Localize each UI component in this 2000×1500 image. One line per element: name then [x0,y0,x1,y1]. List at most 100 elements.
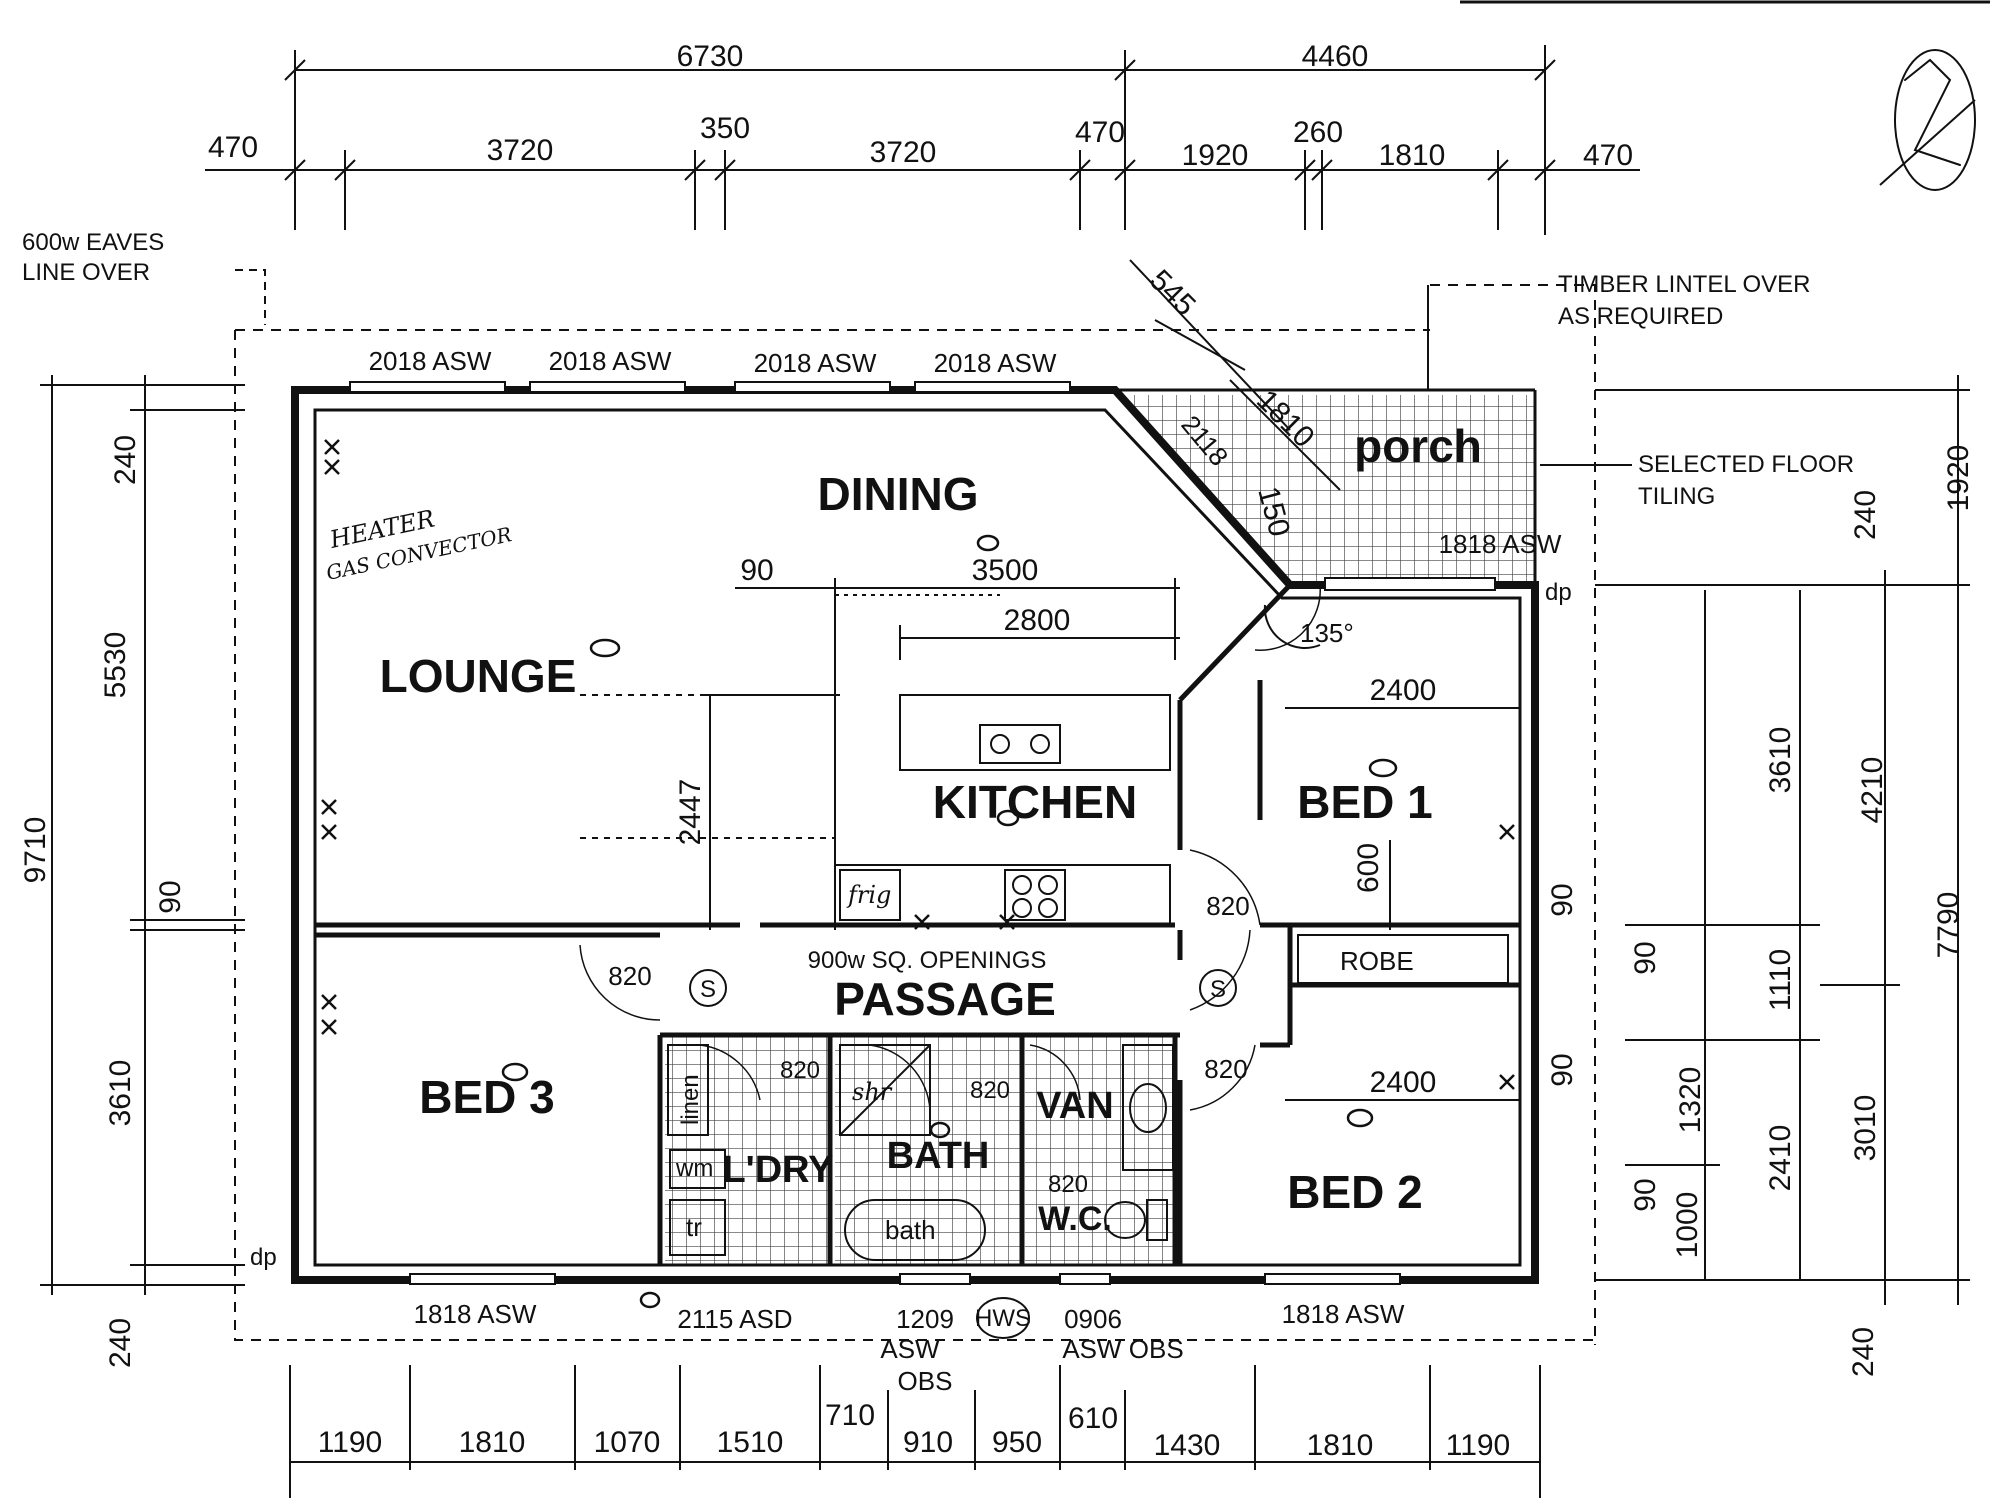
downpipe-top-label: dp [1545,579,1572,606]
top-overall-dim-1: 6730 [677,40,744,73]
right-dim-240-top: 240 [1849,490,1882,540]
wall-thickness-90-upper: 90 [1546,883,1579,916]
left-dimension-lines [40,375,245,1295]
right-dim-240-bottom: 240 [1847,1327,1880,1377]
smoke-right-label: S [1210,976,1226,1003]
robe-label: ROBE [1340,946,1414,976]
top-dim-1: 470 [208,131,258,164]
top-dim-6: 1920 [1182,139,1249,172]
window-top-1: 2018 ASW [369,346,492,376]
bottom-dim-6: 950 [992,1426,1042,1459]
bath-tub-label: bath [885,1215,936,1245]
bed1-width-dim: 2400 [1370,674,1437,707]
wc-tiling [1025,1035,1175,1265]
doors [579,584,1321,1111]
right-dim-90-a: 90 [1629,941,1662,974]
porch-dimension-lines [1129,259,1341,491]
bath-tiling [835,1035,1020,1265]
porch-angle: 135° [1300,618,1354,648]
bottom-dimension-lines [289,1365,1541,1498]
hws-label: HWS [975,1305,1031,1332]
left-dim-5530: 5530 [99,632,132,699]
top-dim-9: 470 [1583,139,1633,172]
downpipe-bottom-label: dp [250,1244,277,1271]
kitchen-dim-2447: 2447 [674,779,707,846]
top-overall-dim-2: 4460 [1302,40,1369,73]
top-dim-8: 1810 [1379,139,1446,172]
top-windows [349,381,1496,591]
north-arrow-icon [1879,49,1976,191]
eaves-note-line1: 600w EAVES [22,229,164,256]
room-label-wc: W.C. [1038,1200,1112,1238]
door-size-bath: 820 [970,1077,1010,1104]
hot-water-system-icon: HWS [975,1297,1031,1339]
right-dim-1320: 1320 [1674,1067,1707,1134]
right-dim-90-b: 90 [1629,1178,1662,1211]
bottom-dim-9: 1190 [1446,1429,1511,1462]
right-dim-2410: 2410 [1764,1125,1797,1192]
tiling-note-line2: TILING [1638,483,1715,510]
light-points [501,534,1398,1309]
room-label-bath: BATH [887,1135,990,1177]
lintel-note-line2: AS REQUIRED [1558,303,1723,330]
top-dim-4: 3720 [870,136,937,169]
smoke-left-label: S [700,976,716,1003]
right-dim-3610: 3610 [1764,727,1797,794]
window-bottom-1: 1818 ASW [414,1299,537,1329]
top-dim-5: 470 [1075,116,1125,149]
top-dim-2: 3720 [487,134,554,167]
porch-dim-545: 545 [1143,264,1202,323]
bottom-windows [409,1273,1401,1285]
lintel-note-line1: TIMBER LINTEL OVER [1558,271,1811,298]
bottom-dim-3: 1070 [594,1426,661,1459]
window-bottom-3-type: ASW [880,1334,940,1364]
room-label-bed2: BED 2 [1287,1166,1422,1218]
shower-label: shr [852,1078,893,1106]
window-porch: 1818 ASW [1439,529,1562,559]
right-dimension-lines [1595,375,1970,1305]
door-size-bed3: 820 [608,961,651,991]
room-label-bed3: BED 3 [419,1071,554,1123]
bottom-dim-4: 1510 [717,1426,784,1459]
left-dim-240-bottom: 240 [104,1318,137,1368]
bath-fixture: bath [844,1199,986,1261]
kitchen-dim-2800: 2800 [1004,604,1071,637]
door-size-bed1: 820 [1206,891,1249,921]
kitchen-dim-3500: 3500 [972,554,1039,587]
smoke-detector-left-icon: S [689,969,727,1007]
kitchen-dimension-lines [700,578,1520,1101]
window-bottom-3-obs: OBS [898,1366,953,1396]
window-bottom-5: 1818 ASW [1282,1299,1405,1329]
left-dim-3610: 3610 [104,1060,137,1127]
window-top-3: 2018 ASW [754,348,877,378]
kitchen-dim-90: 90 [740,554,773,587]
room-label-laundry: L'DRY [722,1149,833,1191]
top-dim-7: 260 [1293,116,1343,149]
window-bottom-4-type: ASW OBS [1062,1334,1183,1364]
top-dimension-lines: 6730 4460 470 3720 350 3720 470 1920 260… [205,40,1640,235]
door-size-wc: 820 [1048,1171,1088,1198]
right-dim-7790: 7790 [1932,892,1965,959]
left-dim-9710: 9710 [19,817,52,884]
left-dim-240-top: 240 [109,435,142,485]
kitchen-island [834,594,1171,925]
smoke-detector-right-icon: S [1199,969,1237,1007]
power-outlets [321,439,1515,1090]
top-dim-3: 350 [700,112,750,145]
window-top-2: 2018 ASW [549,346,672,376]
room-label-vanity: VAN [1036,1085,1113,1127]
room-label-lounge: LOUNGE [380,650,577,702]
room-label-dining: DINING [818,468,979,520]
door-size-linen: 820 [780,1057,820,1084]
wm-label: wm [675,1155,713,1182]
bed2-width-dim: 2400 [1370,1066,1437,1099]
vanity-basin [1122,1044,1174,1171]
toilet-pan [1104,1199,1168,1241]
linen-label: linen [677,1074,704,1125]
left-dim-90: 90 [154,880,187,913]
laundry-tub: tr wm [669,1149,726,1256]
room-label-kitchen: KITCHEN [933,776,1137,828]
internal-walls [315,583,1520,1265]
window-bottom-3: 1209 [896,1304,954,1334]
